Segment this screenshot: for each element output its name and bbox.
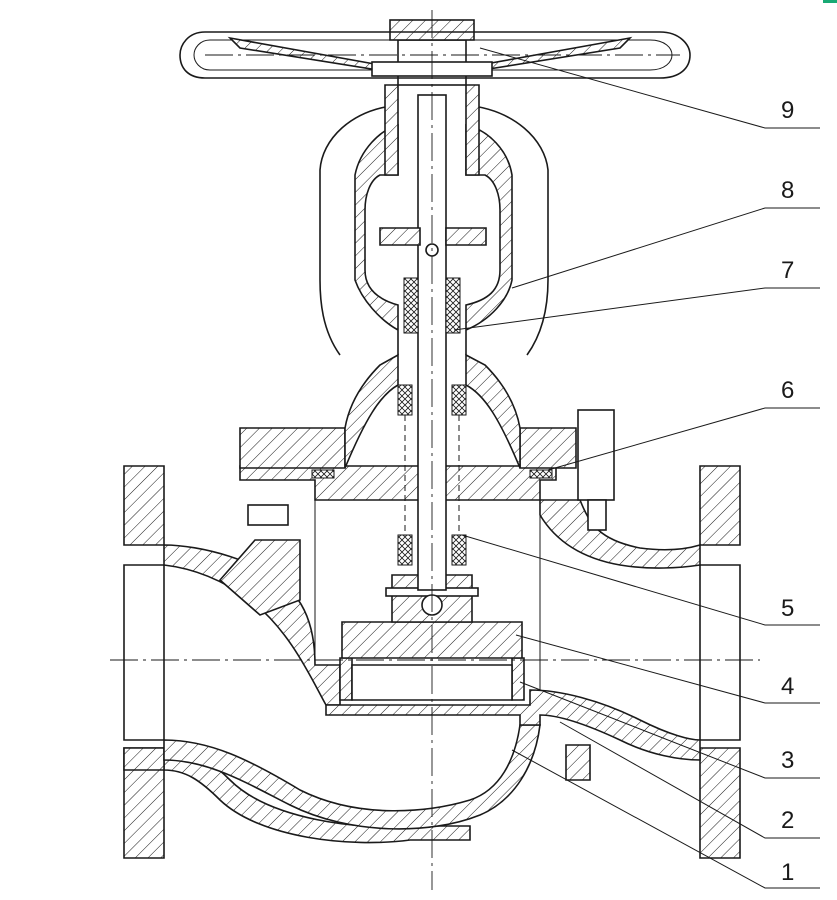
leader-4 (515, 634, 820, 704)
leader-2 (559, 721, 820, 839)
corner-mark (823, 0, 837, 3)
leader-1 (511, 749, 820, 889)
body-top-flange (239, 465, 557, 501)
callout-8: 8 (781, 177, 794, 204)
center-lines (110, 10, 760, 890)
callout-9: 9 (781, 97, 794, 124)
bonnet (239, 104, 615, 531)
leader-8 (511, 207, 820, 289)
left-flange (123, 465, 165, 546)
leader-9 (479, 47, 820, 129)
callout-labels: 9 8 7 6 5 4 3 2 1 (781, 97, 794, 886)
leader-6 (547, 407, 820, 471)
leader-5 (461, 534, 820, 626)
callout-5: 5 (781, 595, 794, 622)
leader-7 (453, 287, 820, 331)
callout-7: 7 (781, 257, 794, 284)
callout-4: 4 (781, 673, 794, 700)
outlet-upper-wall (539, 499, 701, 569)
callout-1: 1 (781, 859, 794, 886)
callout-2: 2 (781, 807, 794, 834)
leader-lines (453, 47, 820, 889)
callout-6: 6 (781, 377, 794, 404)
leader-3 (519, 681, 820, 779)
right-flange (699, 465, 741, 546)
right-flange-lower (699, 747, 741, 859)
seat-partition (325, 689, 701, 761)
bellows (397, 384, 467, 566)
callout-3: 3 (781, 747, 794, 774)
